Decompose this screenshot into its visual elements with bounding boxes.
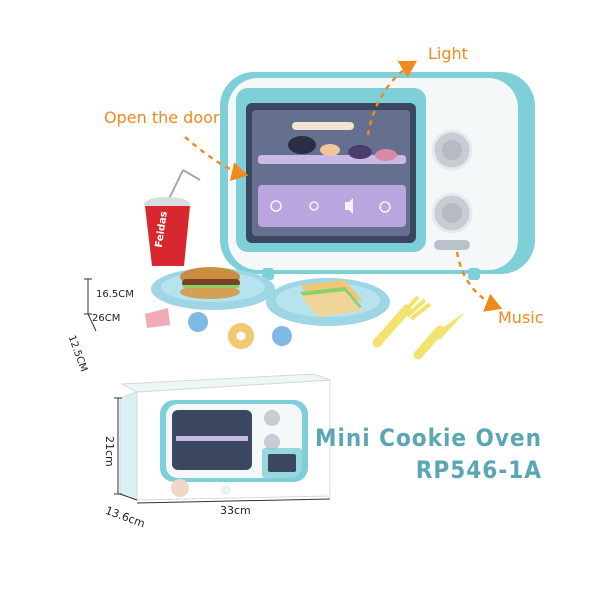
product-height-label: 16.5CM [96,289,134,300]
product-dimension-lines [84,278,97,332]
alarm-clock-icon [379,201,391,213]
speaker-icon [345,198,353,214]
plate-sandwich [266,278,390,326]
oven [220,72,535,280]
product-name: Mini Cookie Oven [314,424,542,452]
product-width-label: 26CM [92,313,121,324]
cookie-blue [188,312,208,332]
knife [413,312,465,360]
cake-slice [145,308,170,328]
light-icon [309,201,319,211]
plate-burger [151,267,275,310]
box-height-label: 21cm [103,436,116,467]
tray-panel [258,185,406,227]
timer-icon [270,200,282,212]
upper-rack [258,155,406,164]
fork [372,295,432,348]
callout-music: Music [498,308,544,327]
cookie-blue-2 [272,326,292,346]
package-box [119,373,331,501]
box-dimension-lines [114,397,331,504]
light-arrow [366,60,418,136]
drink-cup [144,169,201,266]
product-model: RP546-1A [415,456,542,484]
callout-open-door: Open the door [104,108,220,127]
callout-light: Light [428,44,468,63]
music-button [434,240,470,250]
box-width-label: 33cm [220,504,251,517]
